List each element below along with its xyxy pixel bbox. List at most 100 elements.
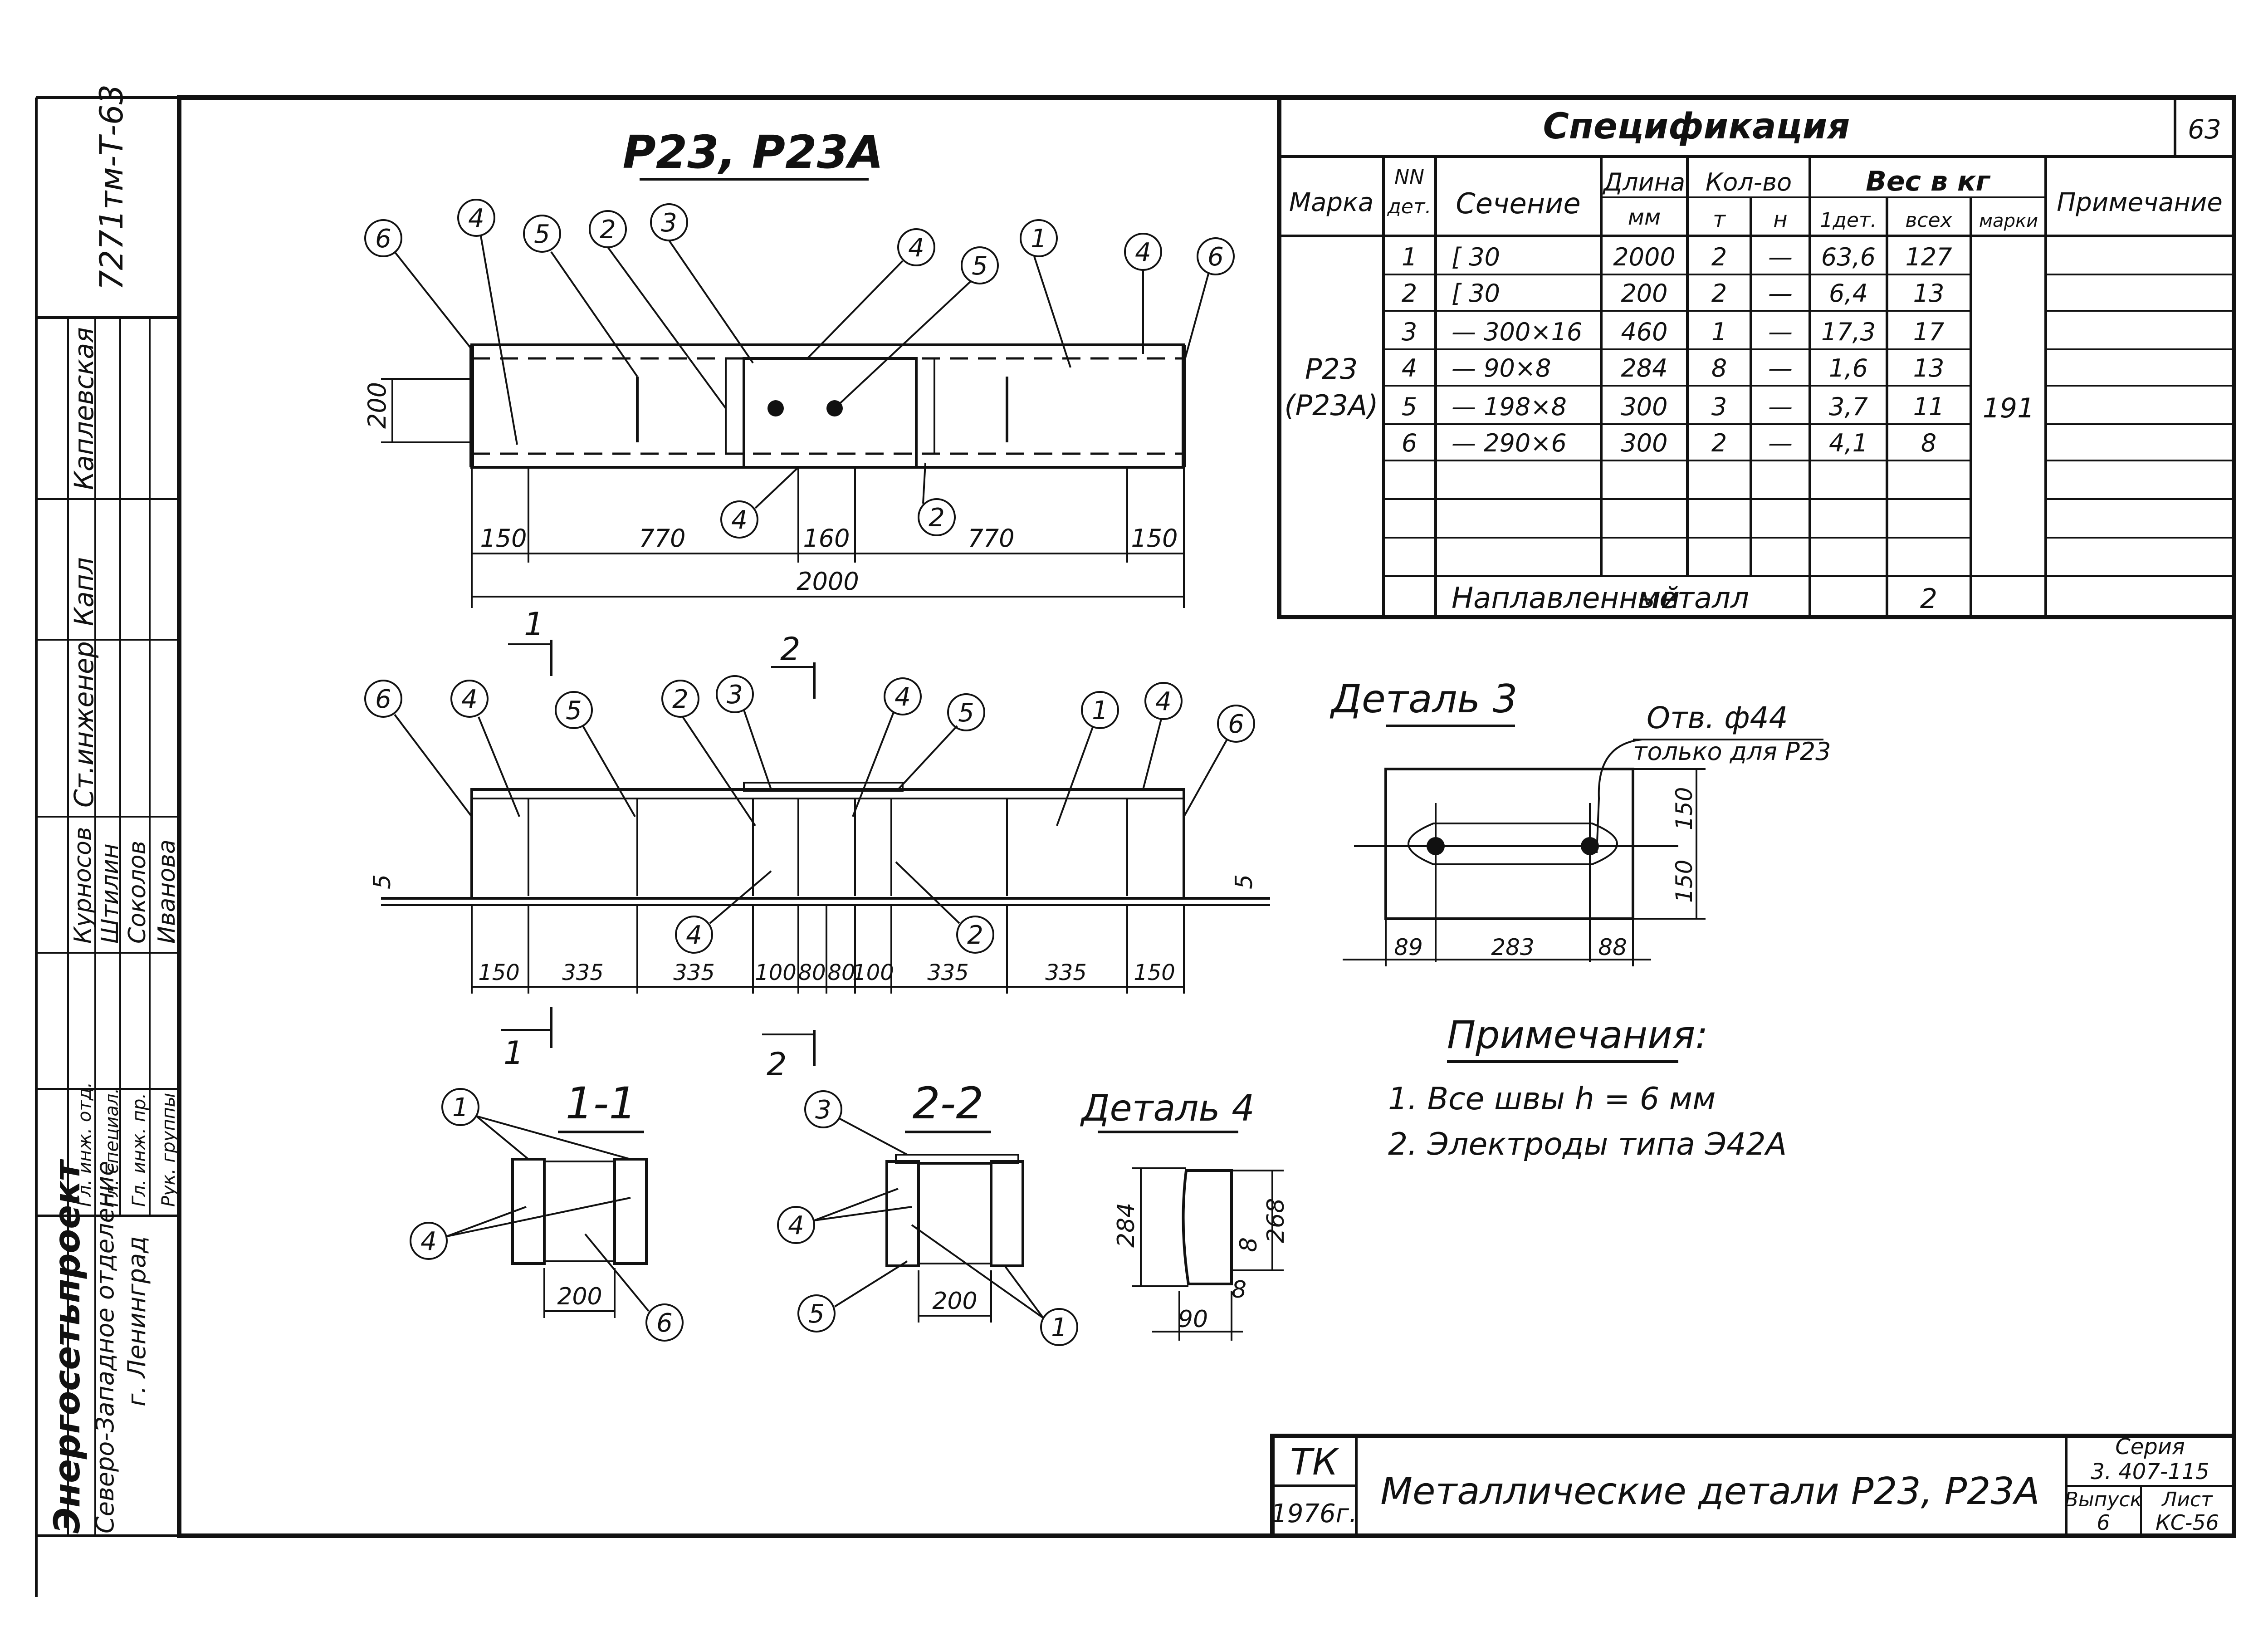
dim-height: 200: [363, 382, 391, 429]
row2-t: 2: [1711, 279, 1727, 308]
plan-view: Р23, Р23А 200 150 770 160 770 150 2000: [363, 126, 1235, 608]
d4-dim-8b: 8: [1232, 1276, 1246, 1303]
callout-front-3: 3: [727, 680, 743, 710]
row5-h: —: [1768, 392, 1793, 421]
row1-w1: 63,6: [1821, 243, 1876, 271]
callout-top-6b: 6: [1207, 242, 1224, 272]
hdr-qty-t: т: [1713, 207, 1726, 232]
dim-front-side-right: 5: [1231, 874, 1258, 889]
detail-4-title: Деталь 4: [1080, 1087, 1255, 1129]
hdr-length: Длина: [1603, 168, 1685, 196]
callout-s11-1: 1: [452, 1093, 469, 1122]
weld-label-1: Наплавленный: [1452, 582, 1680, 615]
stamp-role-2: Гл. специал.: [102, 1088, 122, 1207]
d3-dim-150b: 150: [1671, 860, 1697, 903]
detail-3-plate: [1384, 768, 1634, 920]
dim-front-9: 335: [1045, 960, 1087, 985]
callout-top-6a: 6: [375, 224, 391, 254]
callout-front-2b: 2: [967, 921, 983, 950]
row4-wall: 13: [1913, 354, 1945, 382]
row6-length: 300: [1621, 429, 1667, 457]
tb-code: ТК: [1290, 1441, 1339, 1483]
tb-issue-value: 6: [2097, 1510, 2110, 1535]
tb-series-value: 3. 407-115: [2091, 1459, 2209, 1484]
row3-length: 460: [1621, 318, 1667, 346]
dim-front-6: 80: [827, 960, 855, 985]
callout-top-4c: 4: [1135, 238, 1151, 267]
row4-h: —: [1768, 354, 1793, 382]
callout-top-5b: 5: [972, 251, 988, 281]
callout-s22-3: 3: [815, 1095, 831, 1125]
callout-s22-1: 1: [1051, 1313, 1067, 1342]
d3-dim-88: 88: [1598, 934, 1627, 960]
stamp-extra-name: Каплевская: [68, 327, 99, 490]
section-mark-1a: 1: [524, 606, 544, 643]
callout-front-5a: 5: [566, 696, 582, 725]
tb-issue-label: Выпуск: [2065, 1488, 2142, 1511]
stamp-name-3: Соколов: [124, 841, 151, 944]
callout-top-4d: 4: [731, 505, 748, 535]
row3-t: 1: [1711, 318, 1727, 346]
section-2-title: 2-2: [913, 1078, 984, 1129]
archive-number: 7271тм-Т-63: [93, 84, 130, 290]
plate-3-plan: [743, 357, 918, 469]
hdr-note: Примечание: [2057, 188, 2223, 217]
weld-value: 2: [1920, 583, 1937, 615]
callout-s22-5: 5: [808, 1299, 825, 1329]
callout-s11-6: 6: [656, 1308, 673, 1338]
side-stamp: 7271тм-Т-63 Каплевская Капл Ст.инженер К…: [36, 84, 181, 1536]
spec-title: Спецификация: [1543, 106, 1850, 147]
callout-top-3: 3: [661, 208, 677, 238]
section-1-title: 1-1: [566, 1078, 637, 1129]
stamp-signature: Капл: [68, 557, 99, 626]
stamp-name-1: Курносов: [69, 827, 97, 944]
hdr-w-mark: марки: [1979, 211, 2038, 231]
stamp-name-2: Штилин: [97, 843, 124, 944]
title-block: ТК 1976г. Металлические детали Р23, Р23А…: [1270, 1434, 2236, 1538]
hole-note-2: только для Р23: [1633, 737, 1831, 766]
row2-wall: 13: [1913, 279, 1945, 308]
dim-top-1: 150: [480, 524, 527, 553]
detail-4: Деталь 4 284 268 8 8 90: [1080, 1087, 1290, 1341]
stamp-org-2: Северо-Западное отделение: [91, 1161, 119, 1533]
callout-top-1: 1: [1031, 224, 1047, 254]
callout-s11-4: 4: [420, 1227, 437, 1256]
section-mark-2b: 2: [767, 1046, 787, 1083]
note-1: 1. Все швы h = 6 мм: [1388, 1081, 1716, 1117]
hdr-nn: NN: [1394, 166, 1424, 189]
row6-h: —: [1768, 429, 1793, 457]
specification-table: 63 Спецификация Марка NN дет. Сечение: [1277, 95, 2236, 619]
dim-total: 2000: [797, 567, 859, 596]
row4-length: 284: [1621, 354, 1667, 382]
s22-dim: 200: [932, 1288, 977, 1315]
row1-t: 2: [1711, 243, 1727, 271]
tb-sheet-value: КС-56: [2156, 1510, 2219, 1535]
dim-top-3: 160: [803, 524, 850, 553]
row5-length: 300: [1621, 392, 1667, 421]
row1-section: [ 30: [1452, 243, 1500, 271]
dim-front-10: 150: [1134, 960, 1175, 985]
row6-section: — 290×6: [1452, 429, 1567, 457]
d4-dim-268: 268: [1262, 1198, 1290, 1243]
callout-front-1: 1: [1092, 696, 1108, 725]
s11-dim: 200: [557, 1283, 602, 1310]
dim-front-7: 100: [852, 960, 894, 985]
dim-top-2: 770: [639, 524, 685, 553]
row2-section: [ 30: [1452, 279, 1500, 308]
row1-wall: 127: [1905, 243, 1952, 271]
front-view: 150 335 335 100 80 80 100 335 335 150 5 …: [364, 675, 1270, 994]
row6-n: 6: [1402, 429, 1417, 457]
callout-top-2a: 2: [600, 215, 616, 245]
d4-dim-8a: 8: [1235, 1237, 1262, 1252]
notes-title: Примечания:: [1447, 1013, 1708, 1057]
dim-front-2: 335: [562, 960, 604, 985]
row3-n: 3: [1402, 318, 1417, 346]
d3-dim-283: 283: [1491, 934, 1534, 960]
hdr-section: Сечение: [1456, 187, 1580, 220]
callout-top-4b: 4: [908, 233, 924, 263]
row2-n: 2: [1402, 279, 1417, 308]
callout-front-4d: 4: [686, 921, 702, 950]
callout-front-4a: 4: [461, 685, 478, 714]
hdr-length-unit: мм: [1628, 205, 1661, 230]
hole-left-plan: [767, 400, 784, 416]
